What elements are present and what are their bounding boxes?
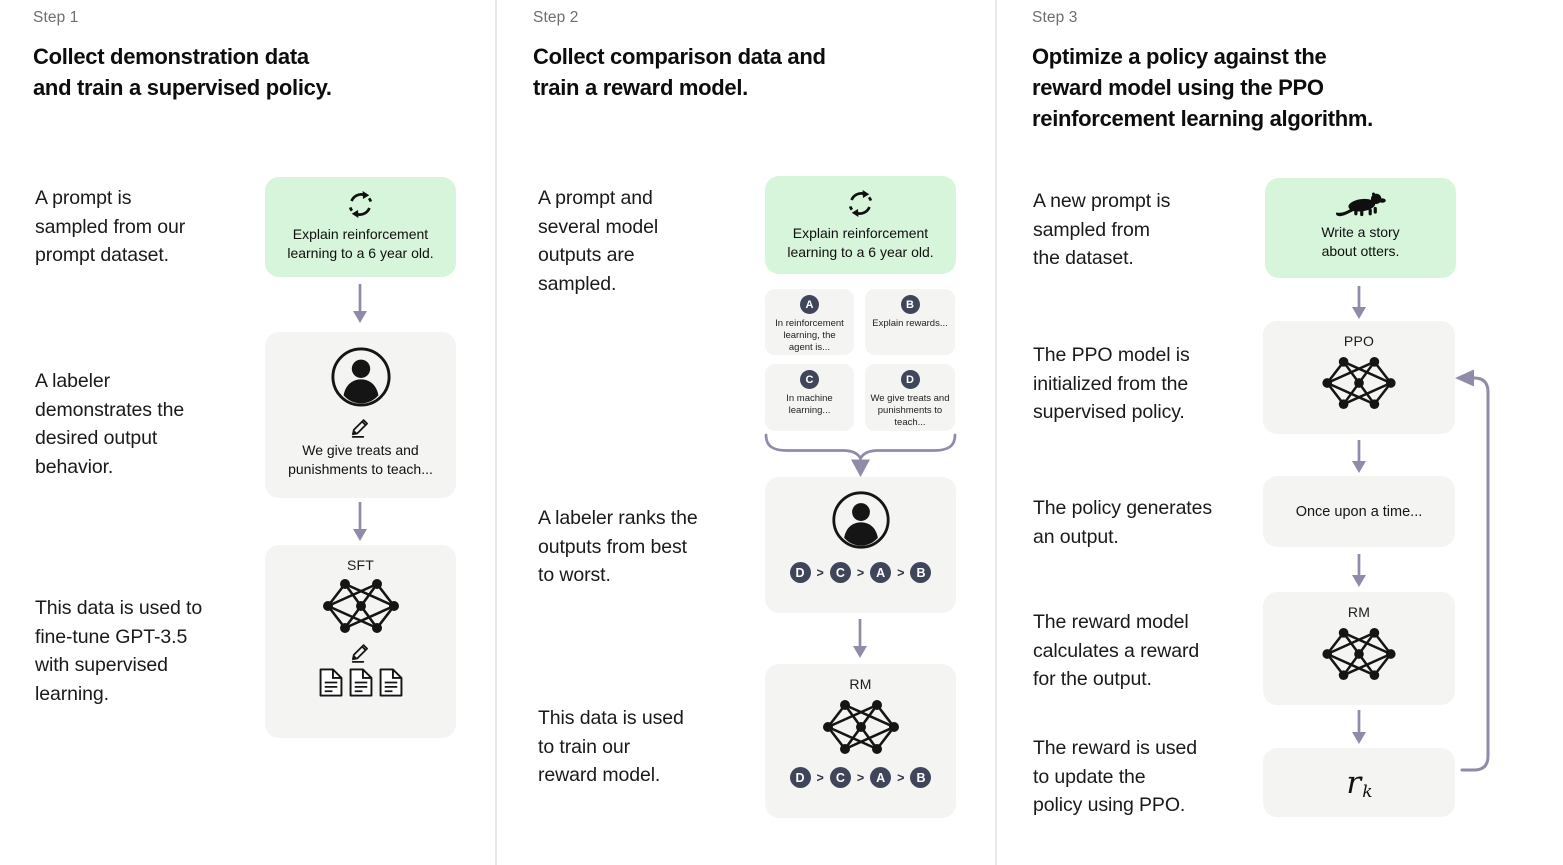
brace-arrow-icon [764, 433, 957, 477]
person-icon [831, 490, 891, 550]
rank-badge: C [829, 767, 851, 788]
arrow-down-icon [1352, 440, 1366, 473]
column-separator [495, 0, 497, 865]
output-box-a: A In reinforcement learning, the agent i… [765, 289, 854, 355]
otter-icon [1334, 190, 1388, 217]
output-badge-a: A [800, 295, 819, 314]
policy-output-text: Once upon a time... [1295, 503, 1423, 520]
network-icon [1322, 357, 1396, 409]
rm-label: RM [849, 676, 872, 692]
arrow-down-icon [353, 284, 367, 323]
step-1-label: Step 1 [33, 9, 79, 26]
person-icon [330, 346, 392, 408]
output-text-d: We give treats and punishments to teach.… [870, 393, 950, 428]
rm-model-box: RM [1263, 592, 1455, 705]
arrow-down-icon [1352, 554, 1366, 587]
rank-badge: C [829, 562, 851, 583]
step-1-caption-prompt: A prompt is sampled from our prompt data… [35, 187, 186, 266]
output-box-c: C In machine learning... [765, 364, 854, 431]
step-3-title: Optimize a policy against the reward mod… [1032, 44, 1373, 131]
prompt-box: Explain reinforcement learning to a 6 ye… [265, 177, 456, 277]
prompt-text: Explain reinforcement learning to a 6 ye… [287, 226, 434, 261]
step-1-caption-labeler: A labeler demonstrates the desired outpu… [35, 370, 185, 478]
greater-than: > [816, 565, 824, 580]
step-3-caption-prompt: A new prompt is sampled from the dataset… [1033, 190, 1171, 269]
ppo-model-box: PPO [1263, 321, 1455, 434]
output-box-d: D We give treats and punishments to teac… [865, 364, 955, 431]
output-text-c: In machine learning... [786, 393, 833, 416]
step-2-label: Step 2 [533, 9, 579, 26]
step-3-caption-reward: The reward model calculates a reward for… [1033, 611, 1200, 690]
rank-badge: B [910, 767, 932, 788]
greater-than: > [897, 770, 905, 785]
step-2-caption-train: This data is used to train our reward mo… [538, 707, 684, 786]
rank-badge: A [870, 562, 892, 583]
network-icon [1322, 628, 1396, 680]
reward-subscript: k [1362, 781, 1373, 802]
prompt-box: Write a story about otters. [1265, 178, 1456, 278]
ppo-label: PPO [1343, 333, 1375, 349]
cycle-icon [845, 188, 876, 219]
labeler-box: We give treats and punishments to teach.… [265, 332, 456, 498]
cycle-icon [345, 189, 376, 220]
rank-badge: A [870, 767, 892, 788]
arrow-down-icon [353, 502, 367, 541]
output-text-a: In reinforcement learning, the agent is.… [775, 318, 844, 353]
step-2-caption-rank: A labeler ranks the outputs from best to… [538, 507, 698, 586]
step-2-title: Collect comparison data and train a rewa… [533, 44, 826, 100]
policy-output-box: Once upon a time... [1263, 476, 1455, 547]
sft-model-box: SFT [265, 545, 456, 738]
output-badge-c: C [800, 370, 819, 389]
rank-badge: B [910, 562, 932, 583]
ranking-row: D > C > A > B [789, 562, 932, 583]
rm-model-box: RM D > C > A > B [765, 664, 956, 818]
network-icon [323, 579, 399, 633]
prompt-text: Explain reinforcement learning to a 6 ye… [787, 225, 934, 260]
labeler-rank-box: D > C > A > B [765, 477, 956, 613]
document-icon [348, 668, 374, 697]
rank-badge: D [789, 562, 811, 583]
network-icon [823, 700, 899, 754]
arrow-down-icon [1352, 286, 1366, 319]
rank-badge: D [789, 767, 811, 788]
step-3-caption-update: The reward is used to update the policy … [1033, 737, 1198, 816]
prompt-text: Write a story about otters. [1321, 224, 1400, 259]
greater-than: > [816, 770, 824, 785]
arrow-down-icon [853, 619, 867, 658]
pencil-icon [349, 639, 373, 663]
document-icon [318, 668, 344, 697]
step-1-caption-finetune: This data is used to fine-tune GPT-3.5 w… [35, 597, 203, 705]
prompt-box: Explain reinforcement learning to a 6 ye… [765, 176, 956, 274]
pencil-icon [349, 414, 373, 438]
document-icon [378, 668, 404, 697]
step-3-caption-init: The PPO model is initialized from the su… [1033, 344, 1190, 423]
sft-label: SFT [346, 557, 375, 573]
step-1-title: Collect demonstration data and train a s… [33, 44, 332, 100]
greater-than: > [856, 565, 865, 580]
reward-symbol: r [1346, 764, 1362, 801]
labeler-demo-text: We give treats and punishments to teach.… [288, 442, 433, 477]
rm-label: RM [1347, 604, 1371, 620]
output-badge-b: B [900, 295, 920, 314]
output-text-b: Explain rewards... [872, 318, 948, 329]
output-badge-d: D [900, 370, 920, 389]
arrow-down-icon [1352, 710, 1366, 744]
output-box-b: B Explain rewards... [865, 289, 955, 355]
column-separator [995, 0, 997, 865]
ranking-row: D > C > A > B [789, 767, 932, 788]
step-3-caption-output: The policy generates an output. [1033, 497, 1213, 548]
feedback-loop-arrow [1455, 369, 1490, 772]
greater-than: > [856, 770, 865, 785]
step-3-label: Step 3 [1032, 9, 1078, 26]
greater-than: > [897, 565, 905, 580]
step-2-caption-prompt: A prompt and several model outputs are s… [538, 187, 659, 295]
documents-icon [318, 668, 404, 697]
